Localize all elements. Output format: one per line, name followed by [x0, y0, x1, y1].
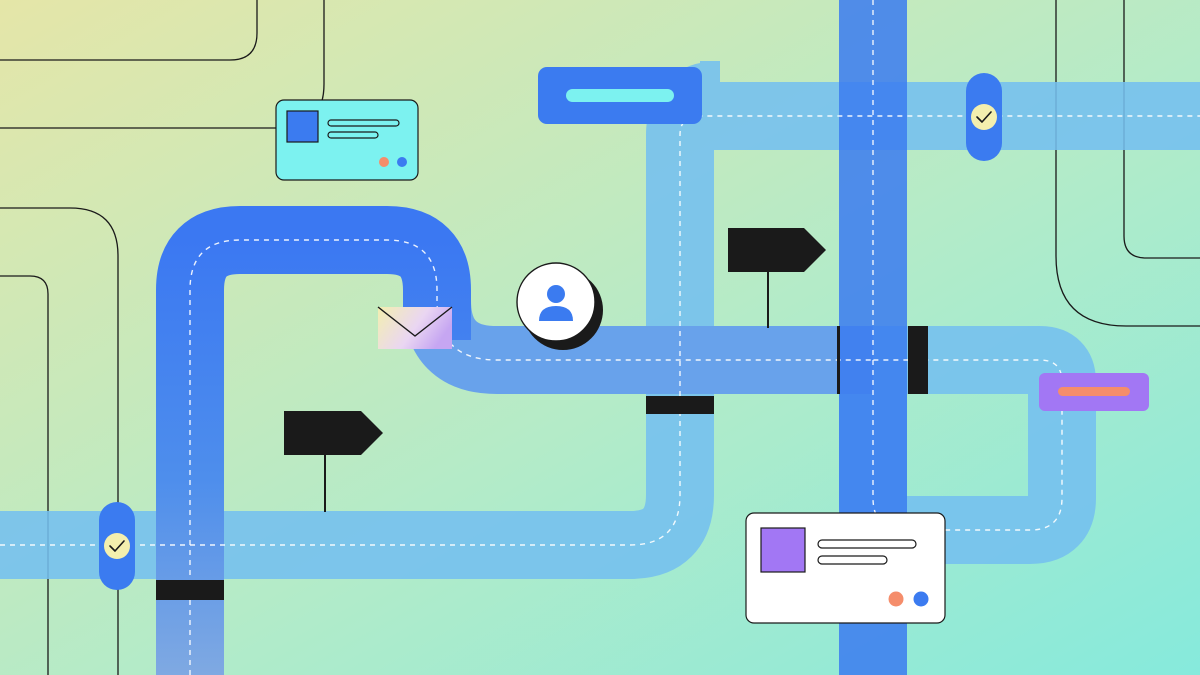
check-icon [109, 540, 125, 552]
card-thumbnail [760, 527, 806, 573]
info-card-large [745, 512, 946, 624]
barrier-thin [837, 326, 840, 394]
check-badge-top [966, 73, 1002, 161]
envelope-icon [377, 306, 453, 349]
card-thumbnail [286, 110, 319, 143]
user-avatar-icon [516, 262, 603, 350]
check-badge-left [99, 502, 135, 590]
signpost-icon [728, 228, 826, 272]
label-tag-purple [1039, 373, 1149, 411]
barrier-center [646, 396, 714, 414]
check-icon [976, 111, 992, 123]
signpost-icon [284, 411, 383, 455]
label-tag-top [538, 67, 702, 124]
barrier-right [908, 326, 928, 394]
info-card-small [275, 99, 419, 181]
signpost-lower [284, 411, 383, 512]
barrier-left [156, 580, 224, 600]
signpost-upper [728, 228, 826, 328]
barriers [156, 326, 928, 600]
